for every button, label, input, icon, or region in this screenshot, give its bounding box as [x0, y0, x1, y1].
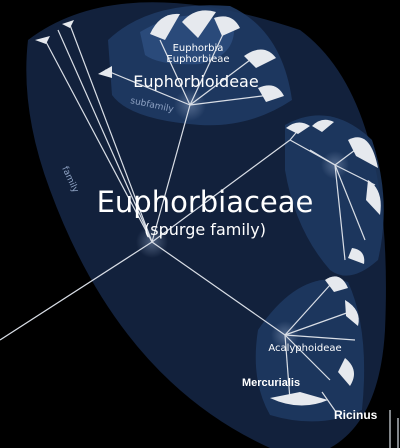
ricinus-genus-label: Ricinus [334, 408, 378, 422]
family-name-label: Euphorbiaceae [97, 185, 314, 219]
euphorbia-genus-label: Euphorbia [173, 43, 224, 54]
euphorbieae-tribe-label: Euphorbieae [166, 54, 229, 65]
tree-branches [0, 24, 399, 448]
family-common-name-label: (spurge family) [144, 220, 266, 239]
acalyphoideae-region [255, 279, 365, 422]
euphorbioideae-label: Euphorbioideae [133, 72, 258, 91]
leaf-fans [35, 10, 381, 406]
acalyphoideae-label: Acalyphoideae [268, 343, 341, 354]
mercurialis-genus-label: Mercurialis [242, 377, 300, 389]
